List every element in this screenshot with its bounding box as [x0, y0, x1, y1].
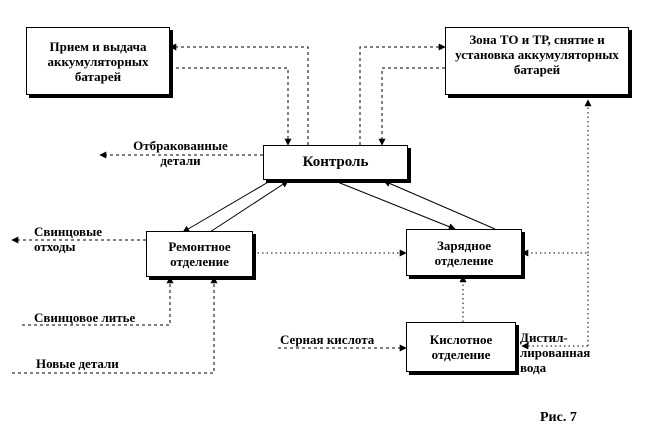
- box-charging-department: Зарядное отделение: [406, 229, 522, 276]
- box-control-text: Контроль: [302, 154, 369, 170]
- label-new-parts: Новые детали: [36, 356, 119, 371]
- box-repair-department: Ремонтное отделение: [146, 231, 253, 277]
- arrow-reception-to-control: [170, 67, 292, 146]
- label-distilled-water: Дистил-лированная вода: [520, 330, 591, 375]
- box-acid-department: Кислотное отделение: [406, 322, 516, 372]
- box-battery-reception: Прием и выдача аккумуляторных батарей: [26, 27, 170, 95]
- arrow-maintenance-to-control: [378, 67, 445, 146]
- box-charging-department-text: Зарядное отделение: [434, 237, 494, 268]
- label-lead-casting: Свинцовое литье: [34, 310, 136, 325]
- label-sulfuric-acid: Серная кислота: [280, 332, 375, 347]
- label-rejected-parts: Отбракованные детали: [133, 138, 228, 168]
- arrow-control-to-reception: [169, 43, 309, 145]
- box-acid-department-text: Кислотное отделение: [429, 332, 493, 362]
- arrow-new-parts-to-repair: [12, 276, 218, 374]
- box-battery-reception-text: Прием и выдача аккумуляторных батарей: [47, 38, 149, 84]
- box-maintenance-zone: Зона ТО и ТР, снятие и установка аккумул…: [445, 27, 629, 95]
- label-lead-waste: Свинцовые отходы: [34, 224, 102, 254]
- box-maintenance-zone-text: Зона ТО и ТР, снятие и установка аккумул…: [455, 32, 619, 77]
- arrow-charging-to-control: [383, 180, 496, 230]
- box-repair-department-text: Ремонтное отделение: [168, 239, 231, 269]
- arrow-control-to-charging: [334, 180, 456, 230]
- arrow-repair-to-control: [209, 180, 289, 233]
- arrow-control-to-repair: [182, 180, 271, 233]
- figure-caption: Рис. 7: [540, 410, 577, 425]
- arrow-control-to-maintenance: [359, 43, 446, 145]
- box-control: Контроль: [263, 145, 408, 180]
- arrow-lead-casting-to-repair: [22, 276, 174, 326]
